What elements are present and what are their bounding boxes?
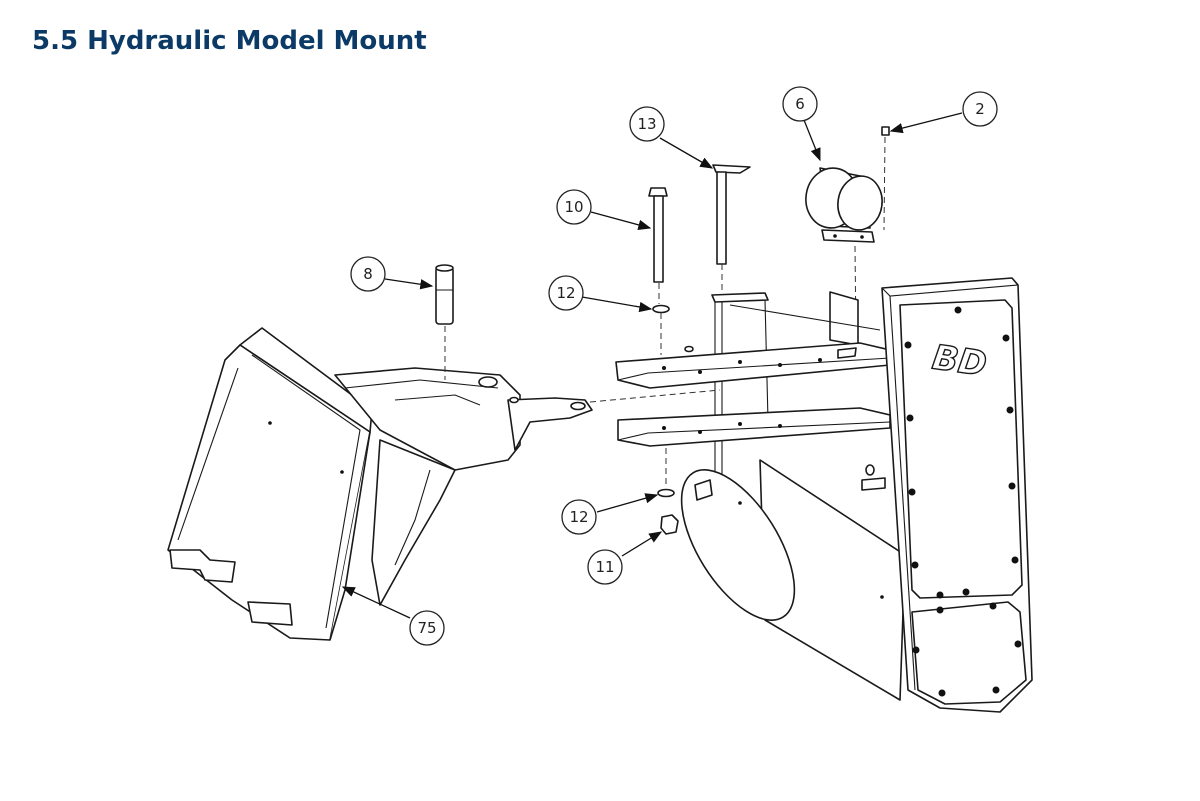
hydraulic-cylinder-part bbox=[805, 167, 883, 243]
nut-part bbox=[660, 514, 679, 535]
svg-text:2: 2 bbox=[975, 100, 985, 118]
svg-text:13: 13 bbox=[637, 115, 656, 133]
callout-8: 8 bbox=[350, 256, 386, 292]
callout-75: 75 bbox=[409, 610, 445, 646]
svg-text:11: 11 bbox=[595, 558, 614, 576]
svg-text:6: 6 bbox=[795, 95, 805, 113]
leader-lines bbox=[341, 112, 963, 619]
svg-text:10: 10 bbox=[564, 198, 583, 216]
bracket-arm-part bbox=[334, 367, 593, 606]
callout-12-bottom: 12 bbox=[561, 499, 597, 535]
set-screw-part bbox=[854, 126, 890, 341]
callout-6: 6 bbox=[782, 86, 818, 122]
washer-bottom-part bbox=[657, 448, 675, 498]
svg-text:75: 75 bbox=[417, 619, 436, 637]
svg-text:8: 8 bbox=[363, 265, 373, 283]
callout-10: 10 bbox=[556, 189, 592, 225]
brand-logo: BD bbox=[930, 338, 989, 385]
bolt-part bbox=[648, 187, 668, 304]
hitch-pin-part bbox=[712, 164, 751, 300]
callout-2: 2 bbox=[962, 91, 998, 127]
svg-text:12: 12 bbox=[556, 284, 575, 302]
svg-text:12: 12 bbox=[569, 508, 588, 526]
washer-top-part bbox=[652, 304, 670, 355]
callout-13: 13 bbox=[629, 106, 665, 142]
spacer-pin-part bbox=[435, 264, 454, 380]
callout-12-top: 12 bbox=[548, 275, 584, 311]
mounting-frame-part: BD bbox=[615, 277, 1033, 713]
page-title: 5.5 Hydraulic Model Mount bbox=[32, 26, 427, 56]
callout-11: 11 bbox=[587, 549, 623, 585]
bracket-plate-part bbox=[167, 327, 373, 641]
